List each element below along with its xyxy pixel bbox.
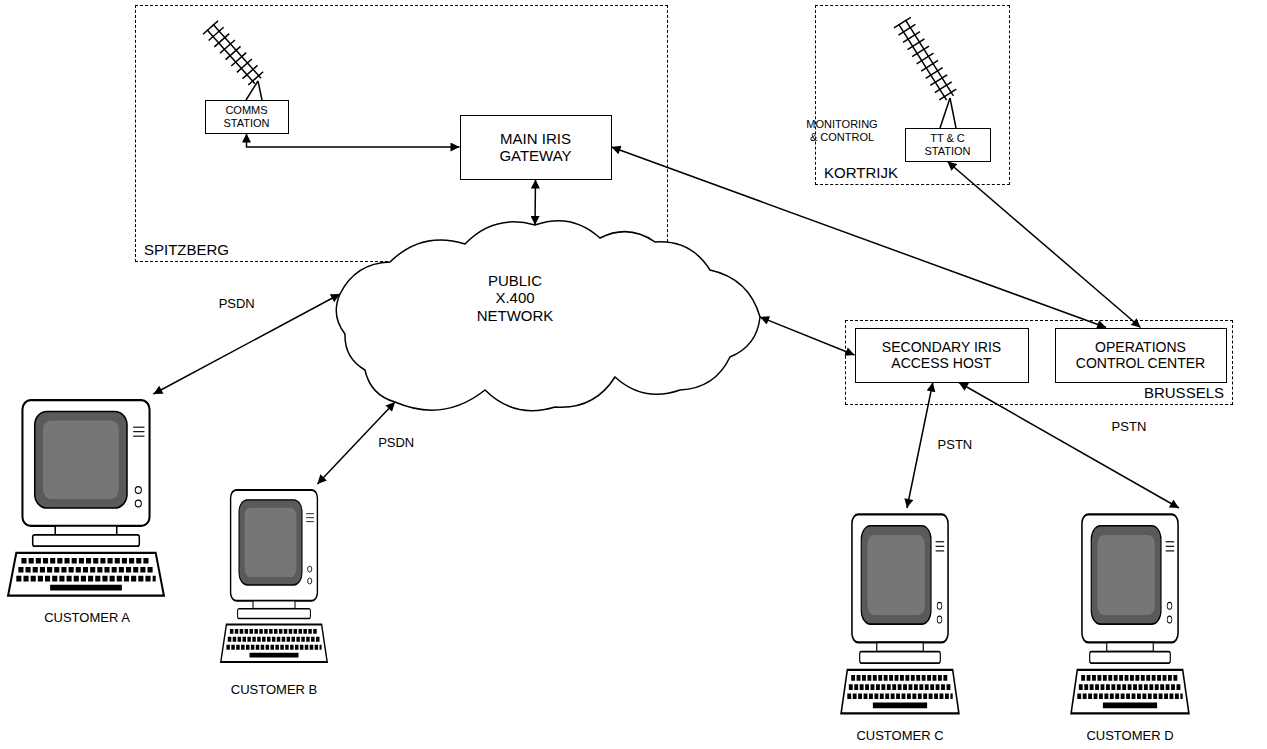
station-box: COMMS STATION — [205, 100, 289, 134]
box-label: MAIN IRIS GATEWAY — [469, 130, 603, 165]
computer-icon — [8, 400, 164, 595]
network-label: PUBLIC X.400 NETWORK — [472, 272, 558, 324]
customer-label: CUSTOMER C — [856, 729, 943, 744]
computer-icon — [1071, 514, 1189, 713]
customer-label: CUSTOMER B — [231, 683, 317, 698]
region-label: BRUSSELS — [1144, 384, 1224, 401]
annotation-label: MONITORING & CONTROL — [800, 118, 884, 143]
customer-terminal: CUSTOMER B — [212, 484, 336, 698]
link-arrow — [534, 180, 536, 226]
station-box: MAIN IRIS GATEWAY — [460, 115, 612, 180]
link-label: PSDN — [376, 436, 416, 451]
antenna-symbol — [899, 20, 956, 128]
link-arrow — [948, 162, 1141, 328]
station-box: TT & C STATION — [905, 128, 991, 162]
cloud-outline-path — [336, 221, 760, 411]
box-label: TT & C STATION — [910, 132, 986, 157]
region-label: KORTRIJK — [824, 164, 898, 181]
link-label: PSDN — [217, 297, 257, 312]
link-arrow — [760, 317, 855, 355]
box-label: OPERATIONS CONTROL CENTER — [1064, 339, 1218, 371]
network-cloud: PUBLIC X.400 NETWORK — [335, 222, 765, 412]
link-arrow — [247, 134, 460, 148]
region-label: SPITZBERG — [144, 241, 229, 258]
customer-terminal: CUSTOMER C — [830, 508, 970, 744]
link-arrow — [907, 383, 933, 509]
customer-label: CUSTOMER A — [44, 611, 130, 626]
customer-terminal: CUSTOMER A — [4, 394, 170, 626]
customer-label: CUSTOMER D — [1086, 729, 1173, 744]
link-label: PSTN — [1110, 420, 1149, 435]
station-box: OPERATIONS CONTROL CENTER — [1055, 328, 1227, 383]
customer-terminal: CUSTOMER D — [1060, 508, 1200, 744]
box-label: SECONDARY IRIS ACCESS HOST — [864, 339, 1020, 371]
box-label: COMMS STATION — [210, 104, 284, 129]
link-arrow — [959, 383, 1179, 509]
link-arrow — [153, 294, 340, 394]
site-region: KORTRIJK TT & C STATION — [815, 5, 1010, 185]
link-label: PSTN — [936, 438, 975, 453]
computer-icon — [221, 490, 327, 662]
station-box: SECONDARY IRIS ACCESS HOST — [855, 328, 1029, 383]
site-region: BRUSSELS SECONDARY IRIS ACCESS HOST OPERAT… — [845, 320, 1233, 405]
computer-icon — [841, 514, 959, 713]
antenna-symbol — [207, 24, 262, 100]
site-region: SPITZBERG COMMS STATION MAIN IRIS GATEWAY — [135, 5, 668, 262]
